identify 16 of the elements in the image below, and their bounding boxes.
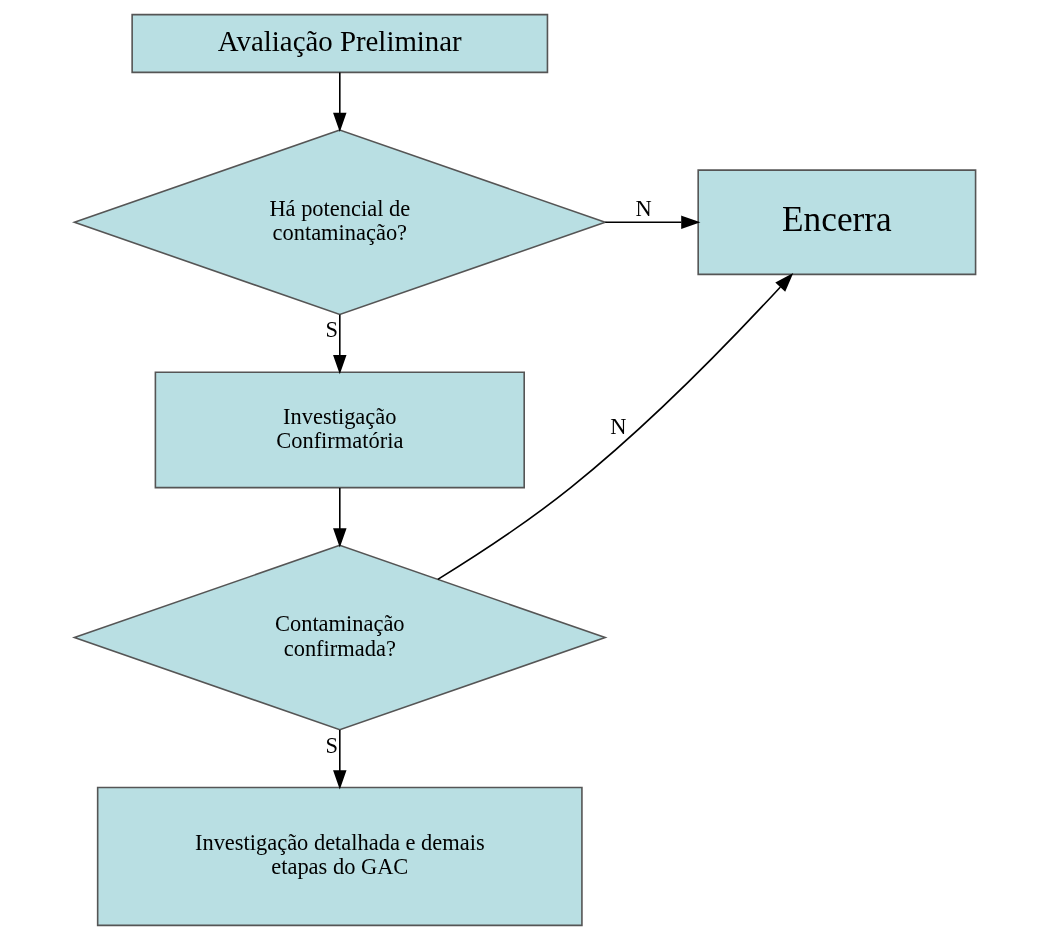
- arrow: [332, 313, 347, 375]
- arrow: [332, 487, 347, 548]
- node-box: Investigação detalhada e demais etapas do GAC: [96, 786, 583, 927]
- edge-label: N: [635, 196, 652, 222]
- node-diamond: Contaminação confirmada?: [71, 544, 608, 731]
- arrow: [332, 729, 347, 790]
- node-box: Avaliação Preliminar: [130, 13, 548, 74]
- edge-label: S: [325, 317, 338, 343]
- node-diamond: Há potencial de contaminação?: [71, 129, 608, 316]
- arrow: [332, 71, 347, 132]
- edge-label: S: [325, 732, 338, 758]
- node-box: Encerra: [696, 169, 976, 276]
- node-box: Investigação Confirmatória: [154, 371, 525, 489]
- arrow: [436, 272, 793, 581]
- arrow: [604, 215, 700, 229]
- edge-label: N: [609, 414, 626, 440]
